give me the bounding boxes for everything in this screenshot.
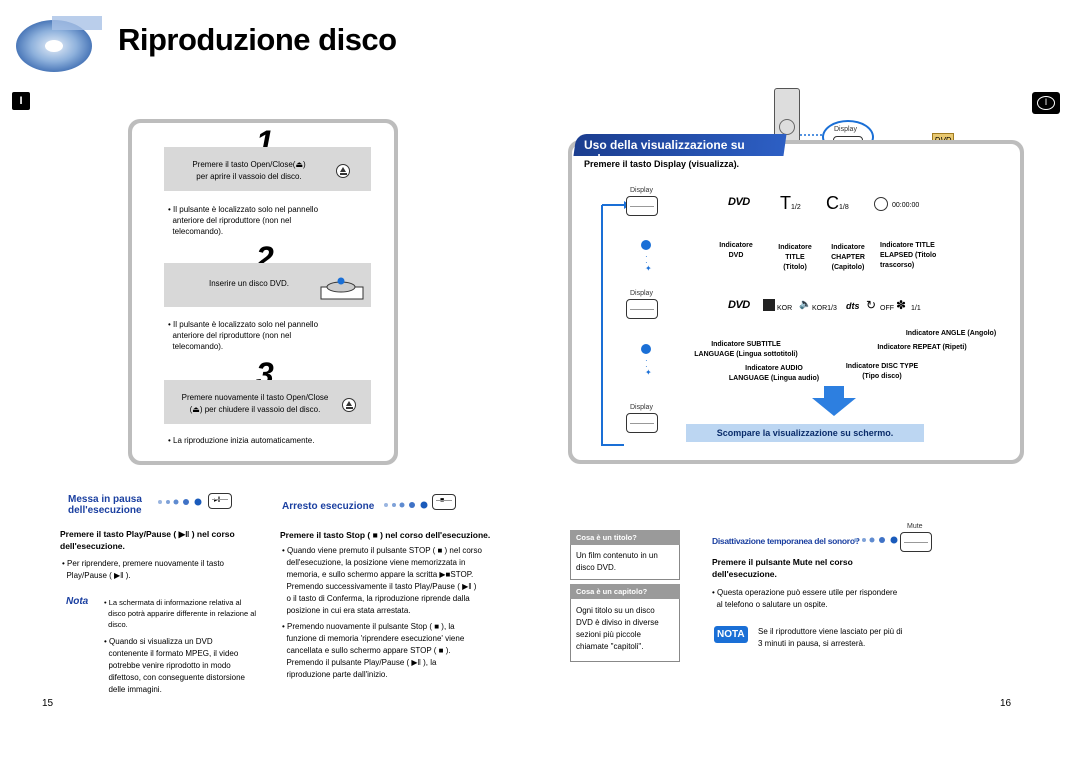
display-heading: Uso della visualizzazione su schermo [573,134,787,166]
display-label: Display [630,290,653,297]
repeat-icon: ↻ [866,298,877,312]
nota-text: • La schermata di informazione relativa … [104,598,257,629]
step-box: Inserire un disco DVD. [164,263,371,307]
step-text: per aprire il vassoio del disco. [196,172,302,181]
step-box: Premere il tasto Open/Close(⏏) per aprir… [164,147,371,191]
stop-button[interactable]: ■ [432,494,456,510]
chapter-indicator: C1/8 [826,193,849,213]
repeat-value: OFF [880,305,894,312]
subtitle-icon [763,299,775,311]
eject-icon [336,164,350,178]
angle-icon: ✽ [896,298,907,312]
dots-decoration [854,536,898,544]
section-heading: Arresto esecuzione [282,501,375,512]
clock-icon [874,197,888,211]
mute-label: Mute [907,523,923,530]
qa-question: Cosa è un capitolo? [570,584,680,599]
page-number-left: 15 [42,698,54,709]
language-tab-left: I [12,92,30,110]
step-box: Premere nuovamente il tasto Open/Close (… [164,380,371,424]
nota-bullet: • Quando si visualizza un DVD contenente… [104,637,245,694]
nota-text: Se il riproduttore viene lasciato per pi… [758,627,903,648]
arresto-instruction: Premere il tasto Stop ( ■ ) nel corso de… [280,530,491,540]
dts-icon: dts [846,301,860,311]
step-text: Inserire un disco DVD. [208,279,290,288]
elapsed-time: 00:00:00 [892,202,920,209]
display-instruction: Premere il tasto Display (visualizza). [584,159,740,169]
pausa-instruction: Premere il tasto Play/Pause ( ▶‖ ) nel c… [60,529,235,551]
step-text: Premere il tasto Open/Close(⏏) [192,160,306,169]
step-arrow: ··✦ [645,252,652,273]
scompare-banner: Scompare la visualizzazione su schermo. [686,424,924,442]
display-button[interactable] [626,299,658,319]
down-arrow-icon [812,386,856,416]
step-dot [641,240,651,250]
dots-decoration [384,501,428,509]
pointer-arrow [800,134,828,136]
qa-question: Cosa è un titolo? [570,530,680,545]
angle-value: 1/1 [911,305,921,312]
pausa-bullet: • Per riprendere, premere nuovamente il … [62,559,224,580]
step-bullet: • Il pulsante è localizzato solo nel pan… [168,205,319,236]
indicator-label: Indicatore ANGLE (Angolo) [905,330,997,337]
indicator-label: Indicatore REPEAT (Ripeti) [877,344,967,351]
page-title: Riproduzione disco [118,22,397,57]
subtitle-value: KOR [777,305,793,312]
arresto-bullet: • Premendo nuovamente il pulsante Stop (… [282,622,465,679]
step-text: (⏏) per chiudere il vassoio del disco. [189,405,321,414]
display-label: Display [630,404,653,411]
display-label: Display [630,187,653,194]
section-heading: Disattivazione temporanea del sonoro? [712,536,860,546]
step-bullet: • La riproduzione inizia automaticamente… [168,436,315,445]
step-text: Premere nuovamente il tasto Open/Close [181,393,329,402]
audio-icon: 🔈 [799,299,812,310]
step-dot [641,344,651,354]
nota-label: NOTA [714,626,748,643]
mute-button[interactable] [900,532,932,552]
page-number-right: 16 [1000,698,1012,709]
display-button[interactable] [626,196,658,216]
play-pause-button[interactable]: ▸‖ [208,493,232,509]
title-indicator: T1/2 [780,193,801,213]
dvd-logo-icon: DVD [728,196,750,208]
dvd-logo-icon: DVD [728,299,750,311]
disc-graphic [16,16,102,72]
nota-label: Nota [66,596,89,607]
dots-decoration [158,498,202,506]
step-arrow: ··✦ [645,356,652,377]
indicator-label: Indicatore DISC TYPE(Tipo disco) [845,363,919,380]
step-bullet: • Il pulsante è localizzato solo nel pan… [168,320,319,351]
language-tab-right: I [1032,92,1060,114]
eject-icon [342,398,356,412]
display-button[interactable] [626,413,658,433]
mute-bullet: • Questa operazione può essere utile per… [712,588,898,609]
audio-value: KOR1/3 [812,305,837,312]
disc-tray-icon [320,277,364,300]
arresto-bullet: • Quando viene premuto il pulsante STOP … [282,546,482,615]
